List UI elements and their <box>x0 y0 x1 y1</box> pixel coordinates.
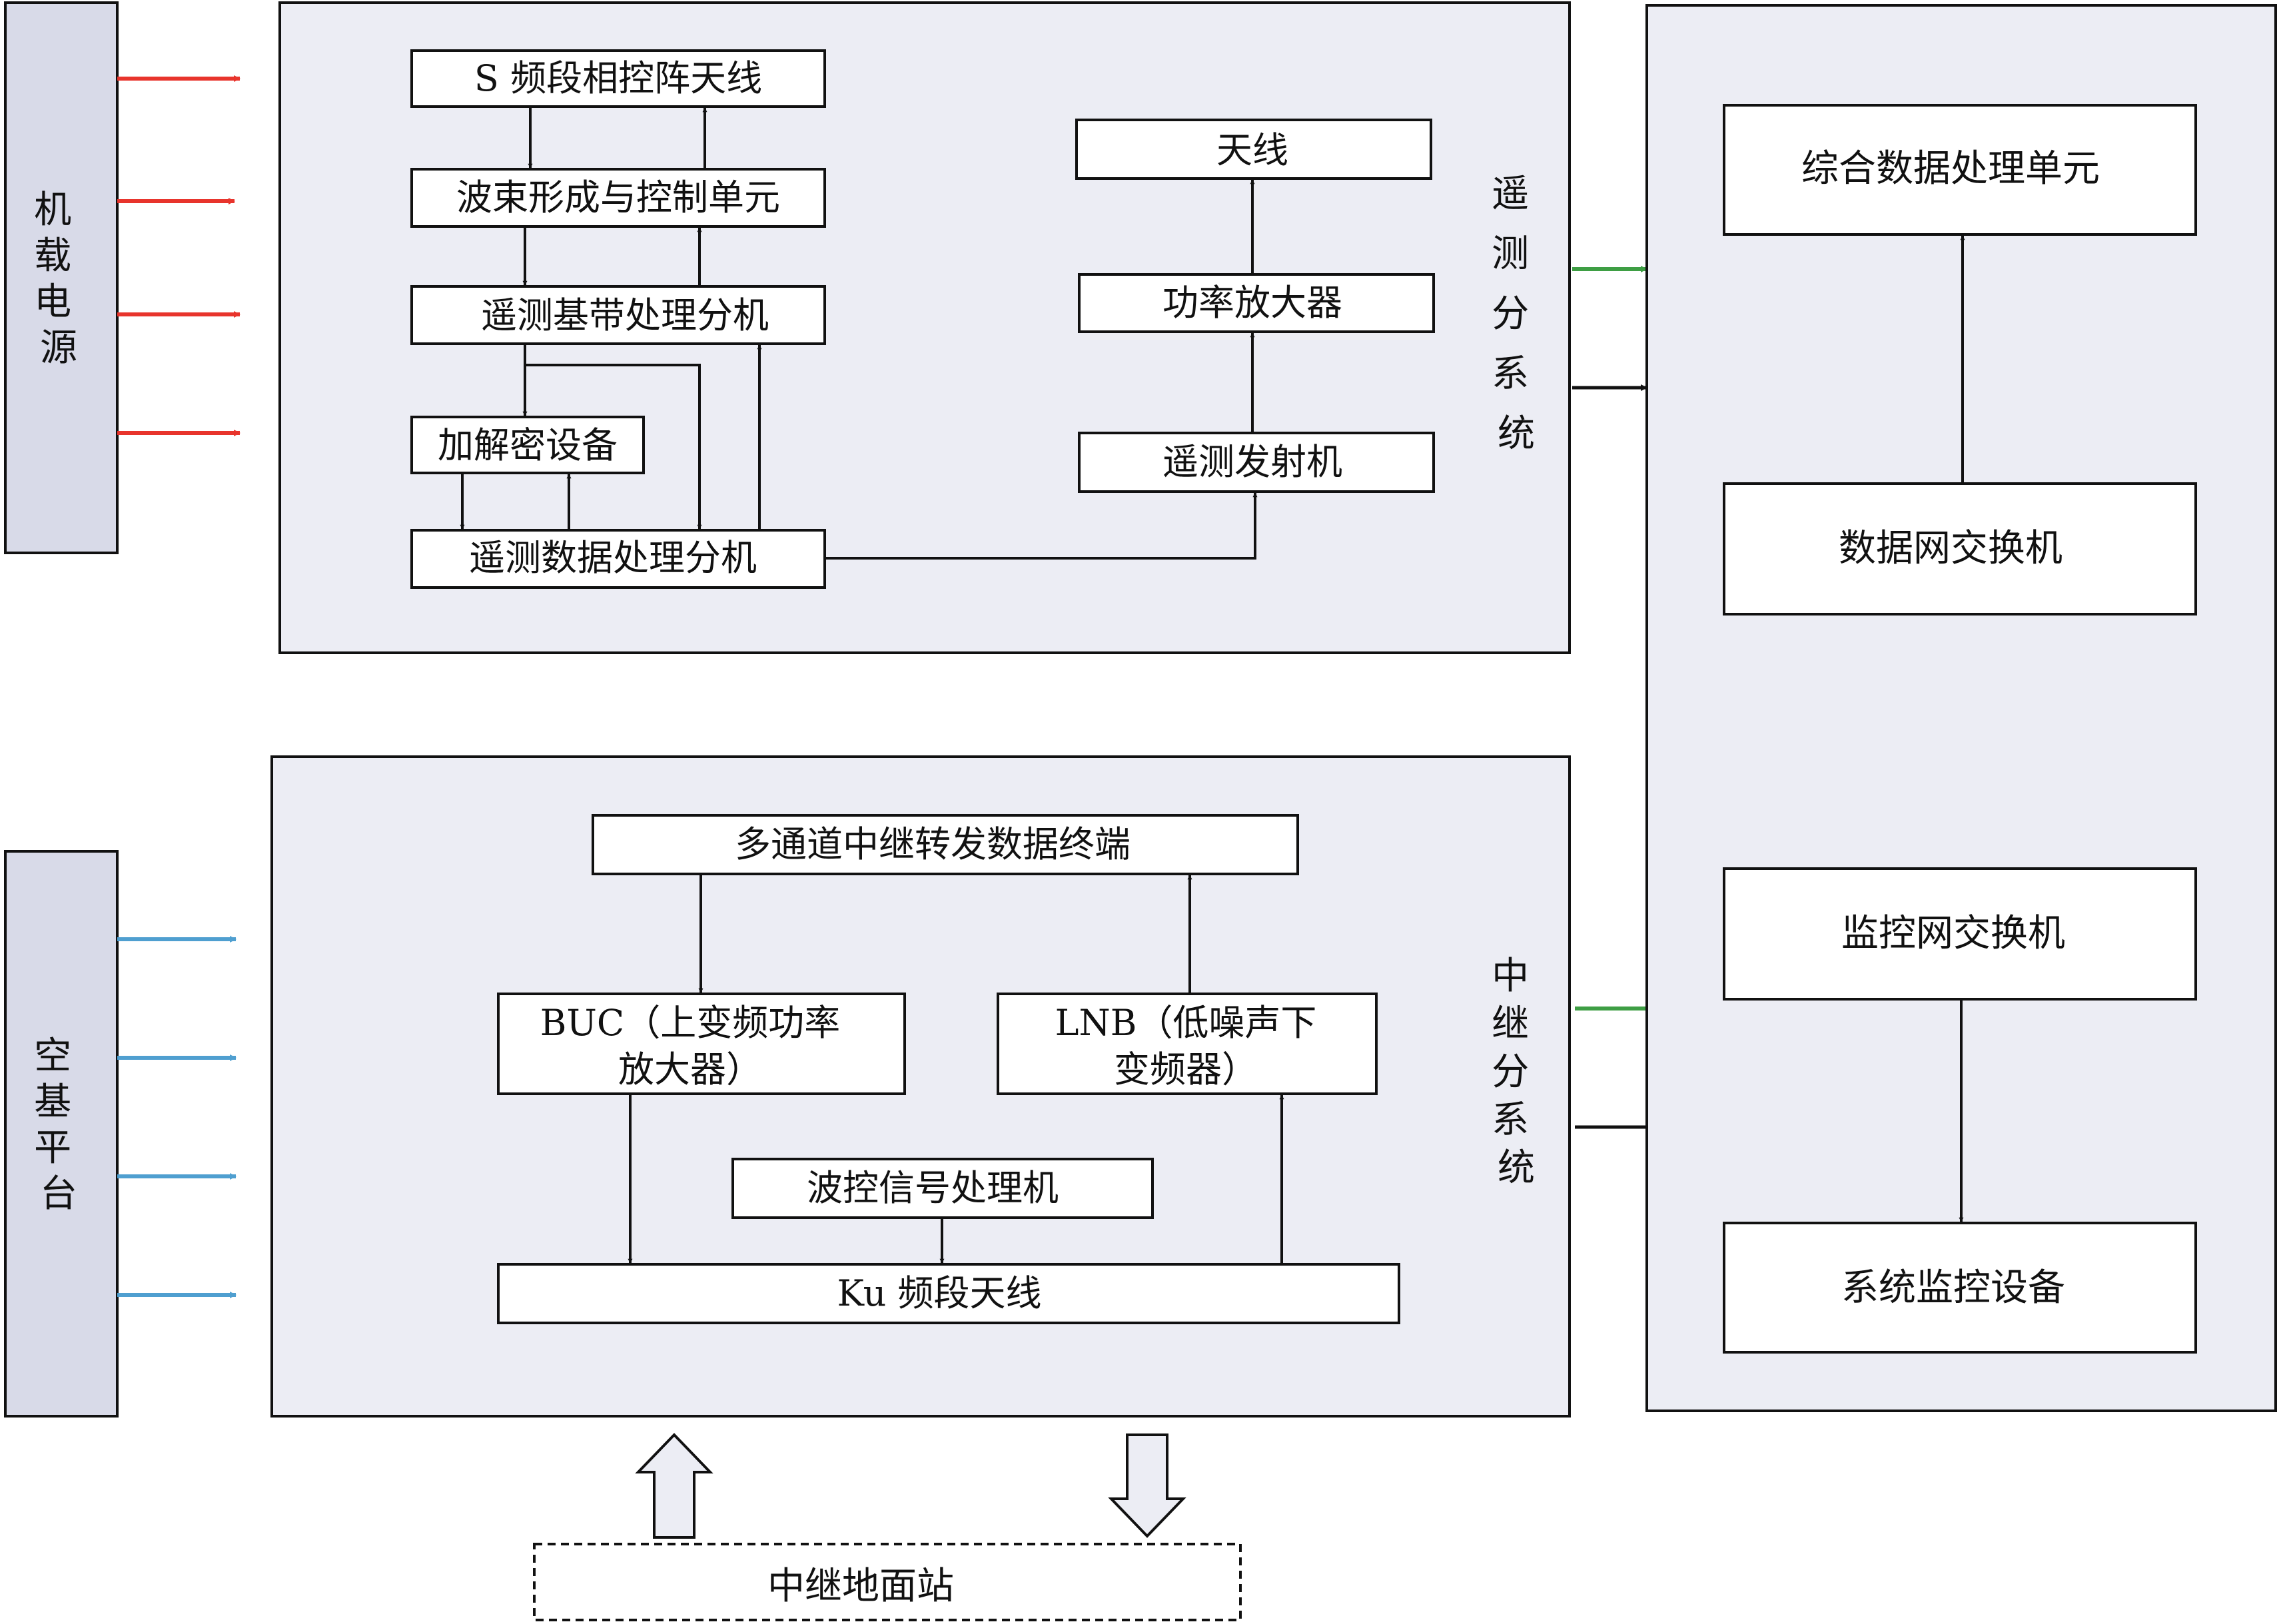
telemetry-label-char-1: 遥 <box>1492 173 1529 216</box>
baseband-label: 遥测基带处理分机 <box>481 294 769 336</box>
platform-char-1: 空 <box>34 1034 71 1078</box>
platform-arrows <box>117 936 236 1298</box>
monitor-switch-box: 监控网交换机 <box>1723 867 2197 1001</box>
relay-terminal-box: 多通道中继转发数据终端 <box>592 814 1299 875</box>
beam-unit-box: 波束形成与控制单元 <box>410 168 826 228</box>
s-band-antenna-box: S 频段相控阵天线 <box>410 49 826 108</box>
ground-station-label: 中继地面站 <box>767 1565 954 1608</box>
s-band-antenna-label: S 频段相控阵天线 <box>474 57 762 99</box>
data-switch-label: 数据网交换机 <box>1839 527 2062 570</box>
transmitter-box: 遥测发射机 <box>1078 432 1435 493</box>
power-char-3: 电 <box>34 280 71 324</box>
relay-label-char-1: 中 <box>1492 955 1529 998</box>
integrated-unit-box: 综合数据处理单元 <box>1723 104 2197 236</box>
ground-station-box: 中继地面站 <box>533 1543 1242 1621</box>
power-amp-box: 功率放大器 <box>1078 273 1435 333</box>
data-switch-box: 数据网交换机 <box>1723 482 2197 615</box>
relay-panel: 多通道中继转发数据终端 BUC（上变频功率 放大器） LNB（低噪声下 变频器）… <box>270 755 1571 1418</box>
buc-label-line1: BUC（上变频功率 <box>540 1002 841 1044</box>
lnb-label-line2: 变频器） <box>1114 1048 1258 1090</box>
monitor-equipment-box: 系统监控设备 <box>1723 1222 2197 1354</box>
uplink-hollow-arrow <box>635 1433 713 1539</box>
monitor-switch-label: 监控网交换机 <box>1841 912 2065 955</box>
power-amp-label: 功率放大器 <box>1162 282 1342 324</box>
relay-label-char-2: 继 <box>1492 1003 1529 1046</box>
power-block: 机 载 电 源 <box>4 1 119 554</box>
lnb-box: LNB（低噪声下 变频器） <box>997 993 1378 1095</box>
beam-ctrl-box: 波控信号处理机 <box>731 1158 1154 1219</box>
buc-label-line2: 放大器） <box>618 1048 762 1090</box>
subsystem-links <box>1572 266 1653 1130</box>
power-char-2: 载 <box>34 234 71 278</box>
ku-antenna-box: Ku 频段天线 <box>497 1263 1400 1324</box>
crypto-label: 加解密设备 <box>438 424 618 466</box>
antenna-box: 天线 <box>1075 119 1432 180</box>
power-label: 机 载 电 源 <box>34 189 83 370</box>
data-proc-label: 遥测数据处理分机 <box>469 537 757 579</box>
telemetry-label-char-2: 测 <box>1492 232 1529 276</box>
buc-box: BUC（上变频功率 放大器） <box>497 993 906 1095</box>
relay-label-char-5: 统 <box>1498 1146 1535 1190</box>
telemetry-label-char-5: 统 <box>1498 412 1535 456</box>
beam-unit-label: 波束形成与控制单元 <box>456 177 780 218</box>
power-char-4: 源 <box>40 326 77 370</box>
ku-antenna-label: Ku 频段天线 <box>837 1272 1041 1314</box>
lnb-label-line1: LNB（低噪声下 <box>1055 1002 1317 1044</box>
baseband-to-data-proc-arrow <box>525 364 702 530</box>
telemetry-label-char-3: 分 <box>1492 292 1529 336</box>
downlink-hollow-arrow <box>1108 1433 1186 1538</box>
integrated-unit-label: 综合数据处理单元 <box>1801 147 2100 191</box>
platform-block: 空 基 平 台 <box>4 850 119 1418</box>
power-arrows <box>117 75 240 436</box>
platform-label: 空 基 平 台 <box>34 1034 83 1216</box>
telemetry-label-char-4: 系 <box>1492 352 1529 396</box>
platform-char-4: 台 <box>40 1172 77 1216</box>
power-char-1: 机 <box>34 189 71 232</box>
crypto-box: 加解密设备 <box>410 416 645 474</box>
platform-char-3: 平 <box>34 1126 71 1170</box>
baseband-box: 遥测基带处理分机 <box>410 285 826 345</box>
antenna-label: 天线 <box>1216 129 1288 171</box>
relay-label-char-3: 分 <box>1492 1050 1529 1094</box>
data-proc-to-transmitter-arrow <box>825 492 1258 560</box>
platform-char-2: 基 <box>34 1080 71 1124</box>
relay-subsystem-label: 中 继 分 系 统 <box>1492 955 1541 1190</box>
telemetry-panel: S 频段相控阵天线 波束形成与控制单元 遥测基带处理分机 加解密设备 遥测数据处… <box>278 1 1571 654</box>
data-proc-box: 遥测数据处理分机 <box>410 529 826 589</box>
relay-terminal-label: 多通道中继转发数据终端 <box>735 823 1131 865</box>
beam-ctrl-label: 波控信号处理机 <box>807 1167 1059 1209</box>
telemetry-subsystem-label: 遥 测 分 系 统 <box>1492 173 1541 456</box>
data-processing-panel: 综合数据处理单元 数据网交换机 监控网交换机 系统监控设备 <box>1645 4 2277 1412</box>
relay-label-char-4: 系 <box>1492 1098 1529 1142</box>
monitor-equipment-label: 系统监控设备 <box>1841 1266 2065 1310</box>
transmitter-label: 遥测发射机 <box>1162 441 1342 483</box>
